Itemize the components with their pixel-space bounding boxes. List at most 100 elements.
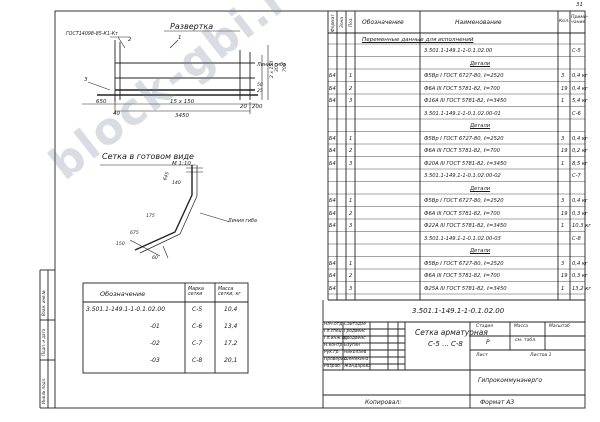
small-table-code: -02 (150, 340, 160, 347)
spec-name: Ф5Вр I ГОСТ 6727-80, ℓ=2520 (424, 73, 504, 79)
spec-note: 0,4 кг (572, 198, 588, 204)
spec-name: Ф20A III ГОСТ 5781-82, ℓ=3450 (424, 160, 507, 167)
spec-note: 0,2 кг (572, 148, 588, 154)
spec-row: 3.501.1-149.1-1-0.1.02.00-02 С-7 (0, 171, 600, 181)
dim-20: 20 (240, 104, 247, 110)
spec-section-title: Детали (470, 185, 491, 192)
spec-note: С-5 (572, 48, 581, 54)
spec-qty: 3 (561, 198, 565, 204)
spec-header-zone: Зона (340, 16, 345, 28)
spec-qty: 1 (561, 223, 565, 229)
spec-row: Детали (0, 246, 600, 256)
small-table-mass: 17,2 (224, 340, 238, 347)
signer-role: Разраб. (324, 364, 342, 369)
spec-section-title: Детали (470, 60, 491, 67)
format-label: Формат А3 (480, 399, 515, 406)
spec-name: Ф6A III ГОСТ 5781-82, ℓ=700 (424, 148, 500, 154)
spec-qty: 1 (561, 285, 565, 292)
spec-note: 13,2 кг (572, 285, 592, 292)
small-table-header-code: Обозначение (100, 290, 146, 298)
label-1: 1 (178, 35, 182, 41)
spec-name: 3.501.1-149.1-1-0.1.02.00 (424, 48, 493, 54)
spec-pos: 3 (349, 98, 353, 104)
dim-150: 150 (116, 242, 125, 247)
spec-name: 3.501.1-149.1-1-0.1.02.00-02 (424, 173, 501, 179)
spec-pos: 2 (349, 85, 353, 92)
small-table-header-mass: Масса сетки, кг (218, 287, 241, 297)
bend-line-label-2: Линия гиба (228, 219, 257, 224)
spec-header-pos: Поз. (349, 17, 354, 27)
title-line-1: Сетка арматурная (415, 328, 488, 337)
small-table-mark: С-5 (192, 306, 203, 313)
sheet-label: Лист (476, 353, 488, 358)
spec-pos: 2 (349, 148, 353, 154)
spec-section-title: Детали (470, 248, 491, 254)
spec-note: 0,3 кг (572, 210, 588, 217)
spec-name: Ф6A III ГОСТ 5781-82, ℓ=700 (424, 210, 500, 217)
spec-section-title: Детали (470, 123, 491, 129)
spec-note: С-8 (572, 235, 581, 242)
spec-note: 0,4 кг (572, 260, 588, 267)
spec-qty: 19 (561, 85, 568, 92)
small-table-mass: 13,4 (224, 323, 238, 330)
spec-pos: 3 (349, 160, 353, 167)
doc-code-top: ГОСТ14098-85-К1-Кт (66, 32, 118, 37)
spec-qty: 3 (561, 73, 565, 79)
spec-format: Б4 (329, 273, 336, 279)
scale-label: Масштаб (549, 324, 570, 329)
spec-qty: 3 (561, 135, 565, 142)
title-doc-code: 3.501.1-149.1-1-0.1.02.00 (412, 307, 505, 315)
sheet-number: 31 (576, 2, 583, 8)
spec-format: Б4 (329, 160, 336, 167)
spec-row: Детали (0, 59, 600, 69)
spec-name: Ф5Вр I ГОСТ 6727-80, ℓ=2520 (424, 260, 504, 267)
spec-name: Ф25A III ГОСТ 5781-82, ℓ=3450 (424, 285, 507, 292)
mass-value: см. табл. (515, 338, 537, 343)
signer-role: Проверил (324, 357, 347, 362)
spec-note: С-7 (572, 173, 581, 179)
spec-format: Б4 (329, 210, 336, 217)
spec-pos: 2 (349, 273, 353, 279)
signer-name: Гродвейс (344, 336, 366, 341)
razvertka-title: Развертка (170, 22, 214, 31)
dim-140: 140 (172, 181, 181, 186)
small-table-mark: С-7 (192, 340, 203, 347)
spec-note: 0,4 кг (572, 85, 588, 92)
spec-row: 3.501.1-149.1-1-0.1.02.00-03 С-8 (0, 234, 600, 244)
spec-name: Ф16A III ГОСТ 5781-82, ℓ=3450 (424, 98, 507, 104)
spec-header-name: Наименование (455, 19, 502, 26)
spec-name: Ф5Вр I ГОСТ 6727-80, ℓ=2520 (424, 135, 504, 142)
spec-name: Ф22A III ГОСТ 5781-82, ℓ=3450 (424, 223, 507, 229)
spec-format: Б4 (329, 285, 336, 292)
spec-note: 8,5 кг (572, 160, 588, 167)
mesh-scale: М 1:10 (172, 161, 191, 167)
side-stamp-sign: Подп. и дата (41, 328, 46, 356)
spec-name: 3.501.1-149.1-1-0.1.02.00-03 (424, 235, 501, 242)
spec-row: Б4 2 Ф6A III ГОСТ 5781-82, ℓ=700 19 0,2 кг (0, 146, 600, 156)
signer-name: Жандарова (344, 364, 371, 369)
spec-row: 3.501.1-149.1-1-0.1.02.00 С-5 (0, 46, 600, 56)
small-table-code: -03 (150, 357, 160, 364)
spec-row: Детали (0, 184, 600, 194)
spec-format: Б4 (329, 73, 336, 79)
signer-name: Николаев (344, 350, 367, 355)
spec-row: Детали (0, 121, 600, 131)
spec-format: Б4 (329, 148, 336, 154)
label-2: 2 (128, 37, 132, 43)
bend-line-label: Линия гиба (257, 63, 286, 68)
spec-pos: 1 (349, 73, 353, 79)
dim-650: 650 (96, 99, 107, 105)
spec-qty: 19 (561, 148, 568, 154)
dim-200: 200 (252, 104, 263, 110)
signer-role: Нач.отд. (324, 322, 344, 327)
small-table-mark: С-8 (192, 357, 203, 364)
